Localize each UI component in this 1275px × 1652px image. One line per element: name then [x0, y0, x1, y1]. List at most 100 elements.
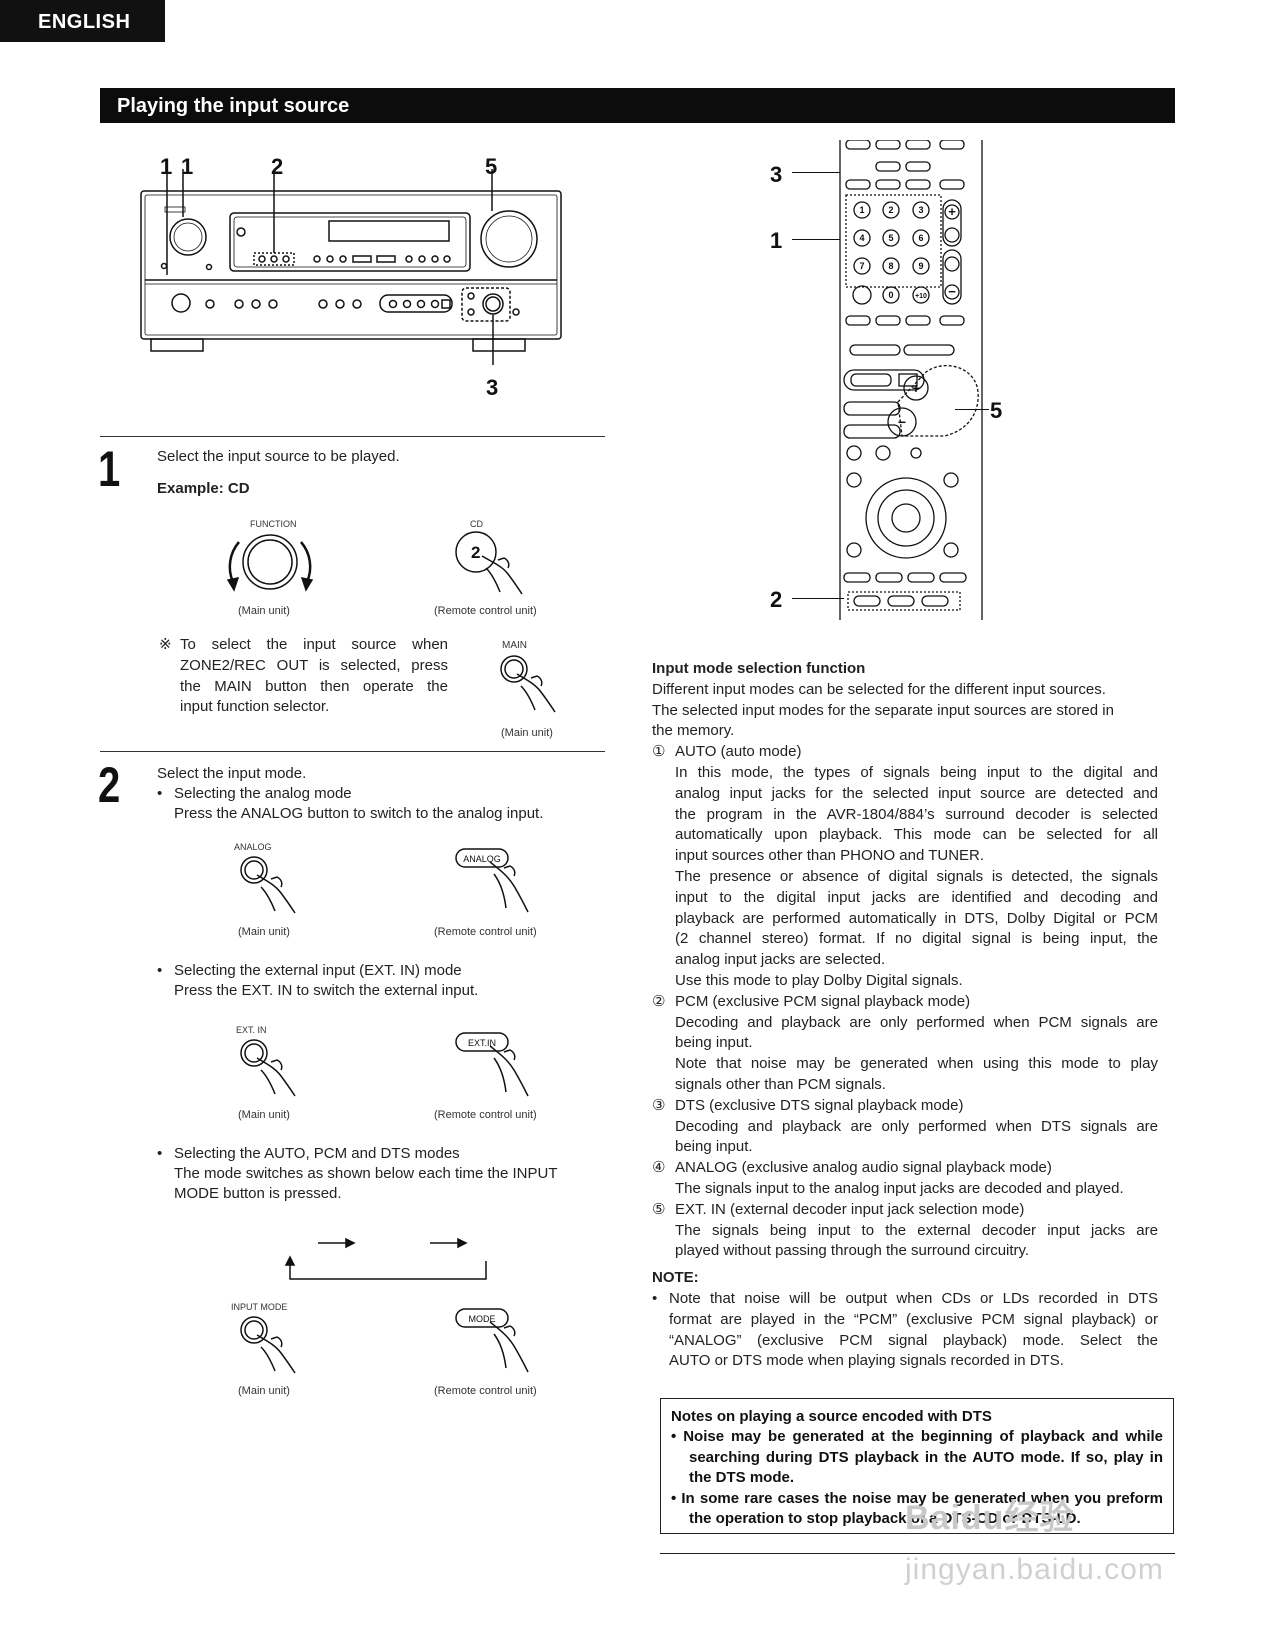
mode-mark: ③	[652, 1096, 666, 1114]
step1-note: To select the input source when ZONE2/RE…	[180, 635, 448, 718]
mode-line: analog input jacks are selected.	[675, 951, 886, 969]
intro-line-3: the memory.	[652, 722, 735, 740]
step2-divider	[100, 751, 605, 752]
note-item: • Note that noise will be output when CD…	[652, 1289, 1158, 1372]
mode-mark: ②	[652, 992, 666, 1010]
input-mode-title: Input mode selection function	[652, 660, 866, 677]
mode-line: The presence or absence of digital signa…	[675, 867, 1158, 885]
mode-heading: PCM (exclusive PCM signal playback mode)	[675, 992, 971, 1010]
mode-item: ⑤ EXT. IN (external decoder input jack se…	[652, 1200, 1158, 1262]
step1-note-line-2: ZONE2/REC OUT is selected, press	[180, 656, 448, 674]
function-knob-icon	[225, 530, 315, 596]
inputmode-main-button-icon	[237, 1313, 307, 1375]
note-line-4: AUTO or DTS mode when playing signals re…	[669, 1352, 1064, 1370]
step1-number: 1	[98, 441, 120, 497]
mode-line: (2 channel stereo) format. If no digital…	[675, 930, 1158, 948]
mode-mark: ⑤	[652, 1200, 666, 1218]
step1-divider	[100, 436, 605, 437]
analog-main-button-icon	[237, 853, 307, 915]
step2-bullet-3: •	[157, 1145, 163, 1162]
step1-example: Example: CD	[157, 480, 250, 497]
mode-line: The signals input to the analog input ja…	[675, 1179, 1124, 1197]
step2-intro: Select the input mode.	[157, 765, 307, 782]
svg-text:7: 7	[859, 261, 864, 271]
analog-remote-button-icon: ANALOG	[454, 846, 544, 916]
mode-heading: AUTO (auto mode)	[675, 743, 802, 761]
mode-line: Use this mode to play Dolby Digital sign…	[675, 971, 963, 989]
mode-line: input to the digital input jacks are ide…	[675, 888, 1158, 906]
watermark-url: jingyan.baidu.com	[905, 1553, 1164, 1586]
mode-mark: ①	[652, 743, 666, 761]
step1-cap-remote: (Remote control unit)	[434, 605, 537, 617]
dts-notes-box: Notes on playing a source encoded with D…	[660, 1398, 1174, 1534]
mode-line: being input.	[675, 1034, 753, 1052]
remote-callout-3: 3	[770, 162, 783, 187]
mode-cycle-diagram	[282, 1235, 492, 1283]
mode-line: Decoding and playback are only performed…	[675, 1117, 1158, 1135]
note-line-3: “ANALOG” (exclusive PCM signal playback)…	[669, 1331, 1158, 1349]
input-mode-function-section: Input mode selection function Different …	[652, 659, 1158, 1372]
svg-text:1: 1	[859, 205, 864, 215]
step2-b2-text: Press the EXT. IN to switch the external…	[174, 982, 479, 999]
analog-cap-main: (Main unit)	[238, 926, 290, 938]
svg-text:3: 3	[918, 205, 923, 215]
step1-note-line-3: the MAIN button then operate the	[180, 677, 448, 695]
extin-label: EXT. IN	[236, 1025, 267, 1035]
bottom-divider	[660, 1553, 1175, 1554]
svg-text:2: 2	[888, 205, 893, 215]
remote-callout-1: 1	[770, 228, 783, 253]
intro-line-2: The selected input modes for the separat…	[652, 701, 1114, 719]
mode-item: ① AUTO (auto mode) In this mode, the types…	[652, 742, 1158, 992]
mode-line: automatically upon playback. This mode c…	[675, 826, 1158, 844]
section-title: Playing the input source	[100, 88, 1175, 123]
main-cap: (Main unit)	[501, 727, 553, 739]
dts-box-title: Notes on playing a source encoded with D…	[671, 1408, 992, 1425]
svg-text:5: 5	[888, 233, 893, 243]
remote-callout-2: 2	[770, 587, 783, 612]
mode-line: input sources other than PHONO and TUNER…	[675, 847, 985, 865]
step1-text: Select the input source to be played.	[157, 448, 400, 465]
mode-line: Note that noise may be generated when us…	[675, 1055, 1158, 1073]
svg-text:+: +	[912, 380, 920, 396]
step2-b3-line1: The mode switches as shown below each ti…	[174, 1165, 558, 1182]
svg-text:4: 4	[859, 233, 864, 243]
svg-text:+: +	[948, 204, 956, 219]
cd-button-press-icon: 2	[452, 530, 542, 596]
mode-line: In this mode, the types of signals being…	[675, 763, 1158, 781]
main-button-press-icon	[497, 652, 567, 714]
step2-bullet-1: •	[157, 785, 163, 802]
analog-label: ANALOG	[234, 842, 272, 852]
note-bullet: •	[652, 1289, 658, 1307]
callout-2: 2	[271, 154, 284, 179]
extin-remote-btn-label: EXT.IN	[467, 1038, 496, 1048]
remote-leader-2	[792, 598, 844, 599]
remote-leader-1	[792, 239, 840, 240]
step1-note-mark: ※	[159, 636, 172, 653]
mode-heading: EXT. IN (external decoder input jack sel…	[675, 1200, 1025, 1218]
mode-line: playback are performed automatically in …	[675, 909, 1158, 927]
cd-key-text: 2	[471, 543, 480, 562]
step2-bullet-2: •	[157, 962, 163, 979]
analog-cap-remote: (Remote control unit)	[434, 926, 537, 938]
svg-text:0: 0	[888, 290, 893, 300]
step1-cap-main: (Main unit)	[238, 605, 290, 617]
callout-1-b: 1	[181, 154, 194, 179]
mode-line: signals other than PCM signals.	[675, 1075, 886, 1093]
cd-label: CD	[470, 519, 483, 529]
function-label: FUNCTION	[250, 519, 297, 529]
mode-item: ② PCM (exclusive PCM signal playback mode…	[652, 992, 1158, 1096]
step2-b2-title: Selecting the external input (EXT. IN) m…	[174, 962, 462, 979]
step1-note-line-1: To select the input source when	[180, 636, 448, 653]
inputmode-cap-main: (Main unit)	[238, 1385, 290, 1397]
mode-line: analog input jacks for the selected inpu…	[675, 784, 1158, 802]
mode-mark: ④	[652, 1159, 666, 1177]
step2-b3-line2: MODE button is pressed.	[174, 1185, 342, 1202]
step2-number: 2	[98, 757, 120, 813]
callout-5: 5	[485, 154, 498, 179]
svg-text:−: −	[948, 284, 956, 299]
note-title: NOTE:	[652, 1269, 699, 1287]
remote-leader-3	[792, 172, 840, 173]
mode-line: being input.	[675, 1138, 753, 1156]
mode-line: the program in the AVR-1804/884’s surrou…	[675, 805, 1158, 823]
